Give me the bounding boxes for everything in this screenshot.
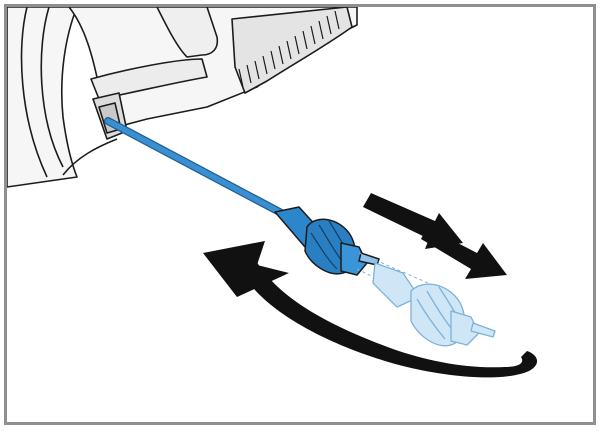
appliance-body — [7, 7, 358, 188]
double-pull-arrow-icon — [363, 193, 507, 279]
plug-ghost-pin — [470, 322, 496, 338]
plug-ghost — [372, 262, 496, 347]
appliance-wheel-rim — [40, 7, 64, 168]
appliance-base-edge — [62, 138, 118, 176]
power-plug — [274, 206, 380, 276]
plug-ghost-head — [450, 310, 480, 346]
appliance-vent-ribs — [238, 10, 340, 88]
plug-head — [340, 242, 368, 276]
rotation-arrow-head — [203, 241, 289, 297]
pull-arrow-lower — [421, 227, 507, 279]
counter-clockwise-rotation-arrow-icon — [203, 241, 538, 378]
appliance-vent-panel — [231, 7, 353, 94]
plug-ghost-sleeve — [372, 262, 420, 308]
illustration-frame — [4, 4, 596, 425]
appliance-ledge — [90, 58, 208, 100]
appliance-wheel-outer — [7, 7, 78, 188]
power-cable — [104, 117, 293, 221]
appliance-wheel-inner — [20, 7, 48, 178]
instruction-illustration — [7, 7, 538, 378]
appliance-top-block — [156, 7, 219, 58]
rotation-arrow-body — [241, 259, 538, 378]
